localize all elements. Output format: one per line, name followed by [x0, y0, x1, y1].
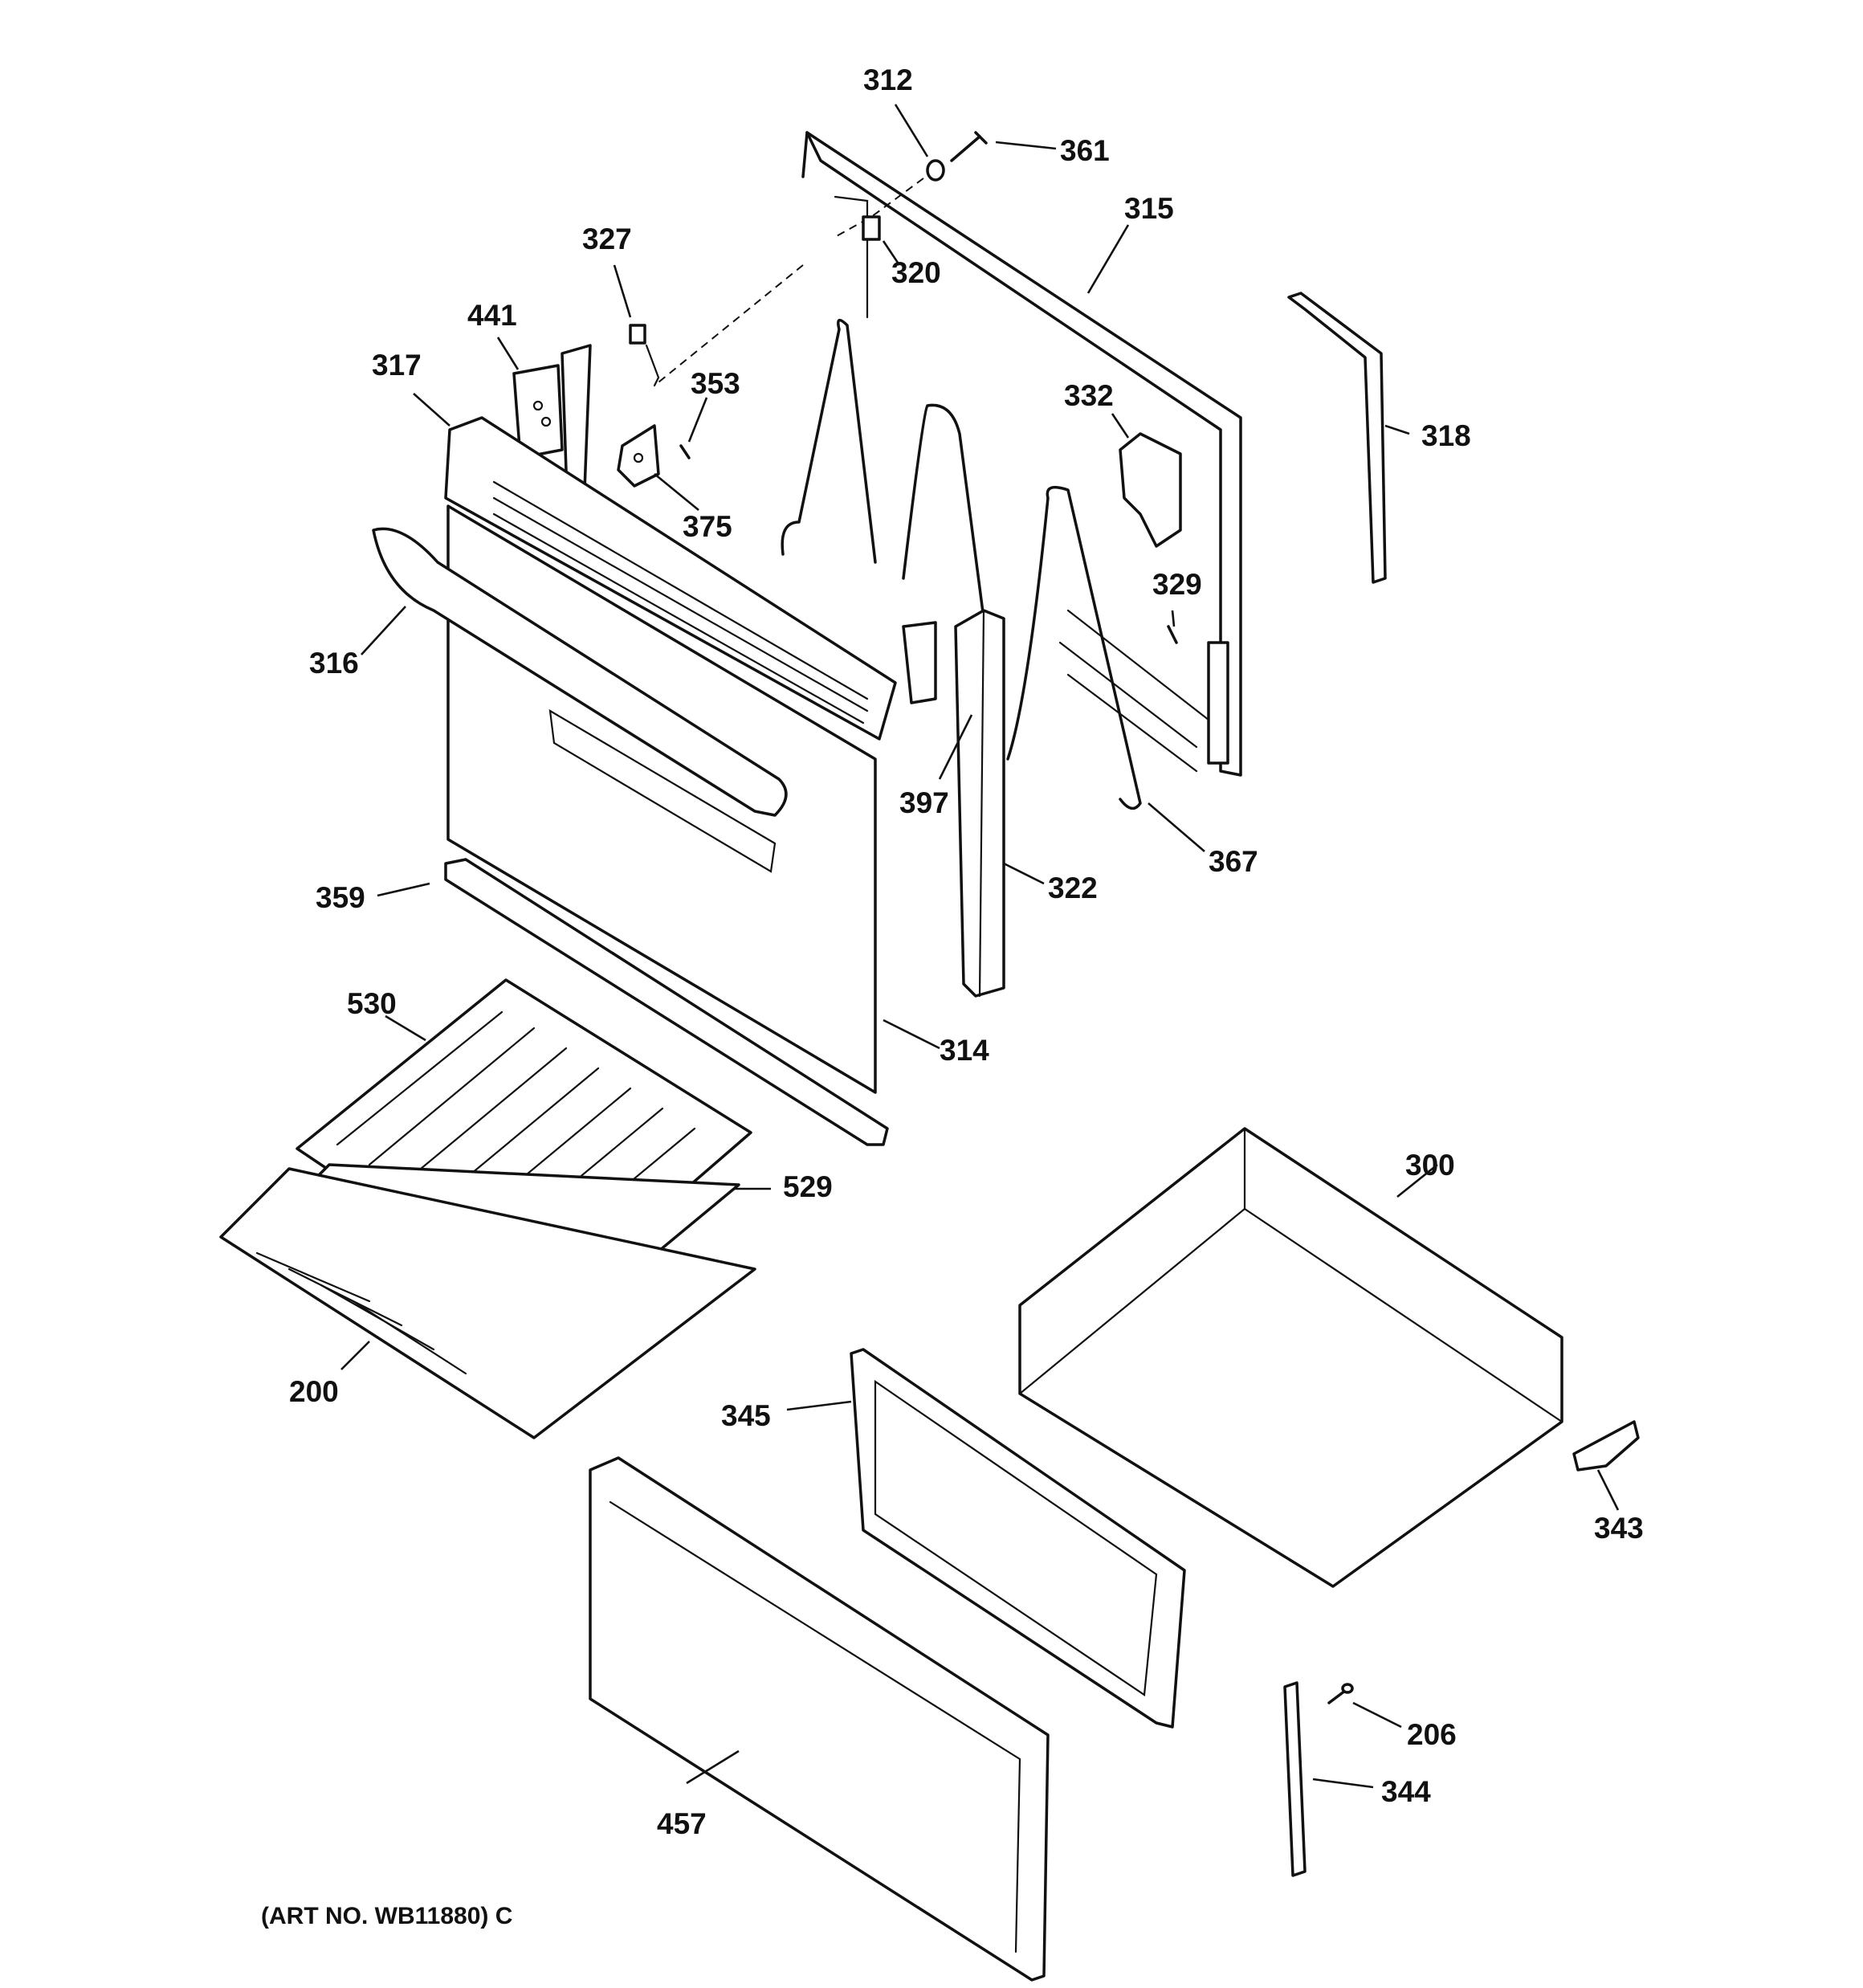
callout-200: 200 [289, 1375, 339, 1408]
door-handle-316 [372, 527, 788, 817]
door-bottom-trim-359 [444, 858, 889, 1146]
oven-rack-200 [219, 1167, 756, 1439]
callout-329: 329 [1152, 568, 1202, 601]
clip-327 [629, 324, 660, 387]
callout-353: 353 [691, 367, 740, 400]
callout-318: 318 [1421, 419, 1471, 452]
screw-353 [679, 444, 691, 459]
vent-trim-317 [444, 416, 897, 741]
callout-345: 345 [721, 1399, 771, 1432]
callout-312: 312 [863, 63, 913, 96]
callout-316: 316 [309, 647, 359, 680]
callout-317: 317 [372, 349, 422, 382]
bracket-441 [512, 344, 592, 496]
callout-320: 320 [891, 256, 941, 289]
callout-327: 327 [582, 222, 632, 255]
bracket-397 [902, 621, 937, 704]
screw-206 [1327, 1683, 1354, 1704]
storage-drawer-300 [1018, 1127, 1563, 1588]
callout-206: 206 [1407, 1718, 1457, 1751]
wire-rack-supports-367 [781, 318, 1142, 810]
drawer-front-457 [589, 1456, 1050, 1982]
callout-397: 397 [899, 786, 949, 819]
drawer-glide-343 [1572, 1420, 1640, 1472]
side-trim-322 [954, 609, 1005, 998]
drawer-rail-344 [1283, 1681, 1307, 1877]
callout-315: 315 [1124, 192, 1174, 225]
callout-314: 314 [940, 1034, 989, 1067]
callout-441: 441 [467, 299, 517, 332]
callout-375: 375 [683, 510, 732, 543]
callout-322: 322 [1048, 872, 1098, 904]
callout-344: 344 [1381, 1775, 1431, 1808]
fastener-group-top [654, 131, 988, 386]
callout-457: 457 [657, 1807, 707, 1840]
bracket-375 [617, 424, 660, 488]
insulation-332 [1119, 432, 1182, 548]
callout-300: 300 [1405, 1149, 1455, 1182]
oven-back-panel [801, 131, 1242, 777]
screw-329 [1167, 625, 1178, 644]
callout-530: 530 [347, 987, 397, 1020]
drawer-liner-345 [850, 1348, 1186, 1729]
vent-duct-318 [1287, 292, 1387, 584]
callout-359: 359 [316, 881, 365, 914]
art-number: (ART NO. WB11880) C [261, 1903, 512, 1929]
leader-lines [340, 104, 1620, 1789]
callout-361: 361 [1060, 134, 1110, 167]
callout-529: 529 [783, 1170, 833, 1203]
callout-343: 343 [1594, 1512, 1644, 1545]
callout-332: 332 [1064, 379, 1114, 412]
callout-367: 367 [1209, 845, 1258, 878]
